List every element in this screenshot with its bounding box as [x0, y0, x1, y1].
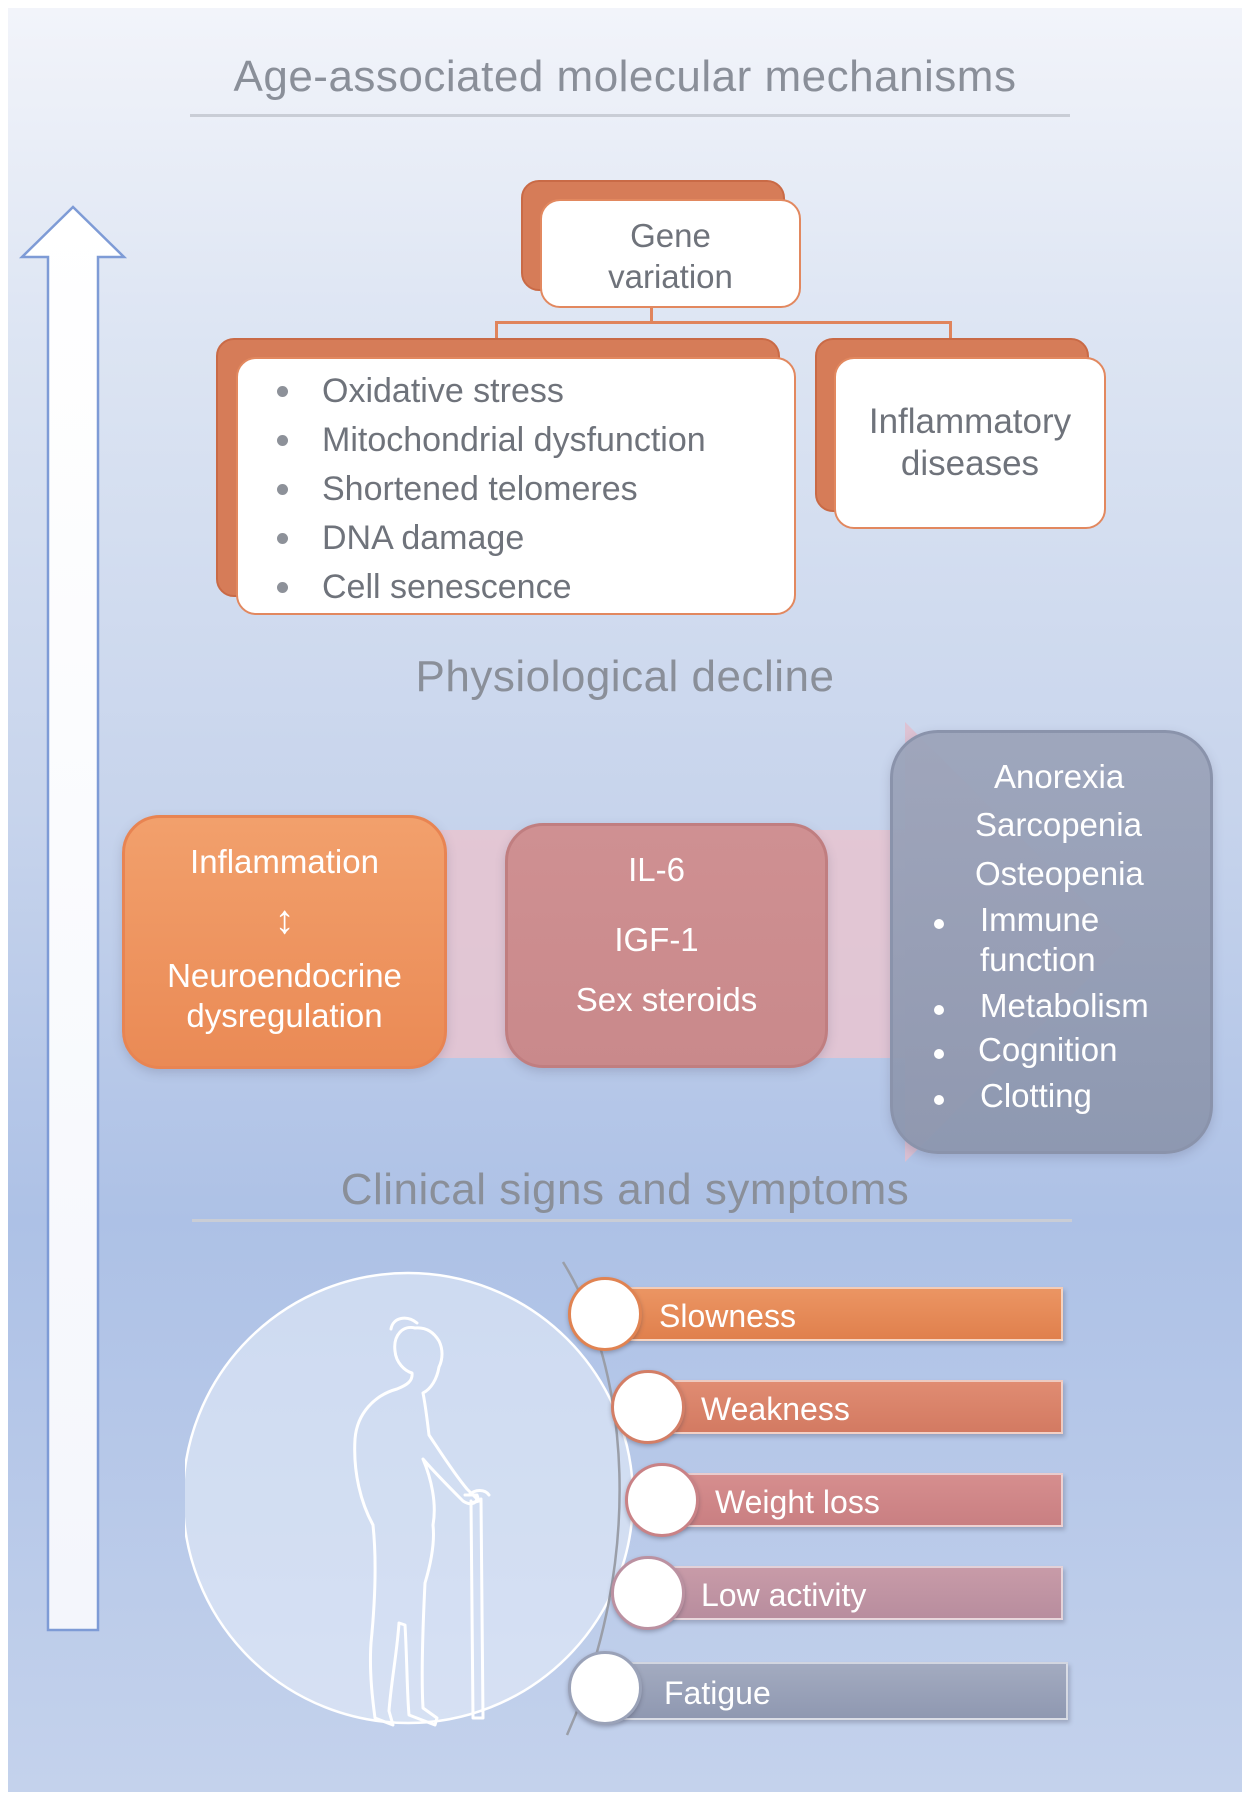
bullet-icon	[277, 435, 288, 446]
symptom-bar-weight-loss: Weight loss	[665, 1473, 1063, 1527]
hormone-item: IGF-1	[614, 921, 699, 958]
mechanism-item: Cell senescence	[260, 563, 706, 612]
symptom-label: Weight loss	[715, 1484, 880, 1520]
bullet-icon	[277, 386, 288, 397]
bidirectional-arrow-icon: ↕	[274, 898, 295, 942]
inflammatory-line2: diseases	[900, 444, 1040, 483]
bullet-icon	[934, 1005, 944, 1015]
clinical-heading: Clinical signs and symptoms	[340, 1165, 910, 1214]
outcome-item: Osteopenia	[975, 855, 1144, 892]
hormone-item: Sex steroids	[575, 981, 758, 1018]
connector-right-drop	[949, 321, 952, 341]
symptom-bar-slowness: Slowness	[605, 1287, 1063, 1341]
outcome-item: Sarcopenia	[975, 806, 1142, 843]
outcomes-box: Anorexia Sarcopenia Osteopenia Immune fu…	[890, 730, 1213, 1154]
gene-variation-card: Gene variation	[540, 199, 801, 308]
outcome-bullet: Clotting	[980, 1077, 1092, 1114]
bullet-icon	[934, 1049, 944, 1059]
symptom-bar-fatigue: Fatigue	[605, 1662, 1068, 1720]
outcome-bullet-line2: function	[980, 941, 1096, 978]
fatigue-circle-icon	[568, 1651, 642, 1725]
symptom-label: Low activity	[701, 1577, 867, 1613]
gene-variation-line1: Gene	[630, 217, 711, 254]
symptom-label: Weakness	[701, 1391, 850, 1427]
bullet-icon	[277, 582, 288, 593]
connector-horizontal	[495, 321, 952, 324]
hormone-item: IL-6	[628, 851, 685, 888]
clinical-rule	[192, 1219, 1072, 1222]
gene-variation-line2: variation	[608, 258, 733, 295]
connector-left-drop	[495, 321, 498, 341]
inflammatory-line1: Inflammatory	[868, 402, 1072, 441]
outcome-item: Anorexia	[994, 758, 1125, 795]
symptom-bar-weakness: Weakness	[650, 1380, 1063, 1434]
bullet-icon	[277, 533, 288, 544]
inflammation-box: Inflammation ↕ Neuroendocrine dysregulat…	[122, 815, 447, 1069]
outcome-bullet: Cognition	[978, 1031, 1118, 1068]
mechanism-item: Oxidative stress	[260, 367, 706, 416]
bullet-icon	[934, 1095, 944, 1105]
mechanism-item: DNA damage	[260, 514, 706, 563]
mechanism-item: Mitochondrial dysfunction	[260, 416, 706, 465]
mechanisms-card: Oxidative stress Mitochondrial dysfuncti…	[236, 357, 796, 615]
inflammation-label: Inflammation	[190, 843, 379, 880]
low-activity-circle-icon	[611, 1556, 685, 1630]
slowness-circle-icon	[568, 1277, 642, 1351]
bullet-icon	[934, 919, 944, 929]
symptom-label: Slowness	[659, 1298, 796, 1334]
hormones-box: IL-6 IGF-1 Sex steroids	[505, 823, 828, 1068]
weight-loss-circle-icon	[625, 1463, 699, 1537]
mechanisms-list: Oxidative stress Mitochondrial dysfuncti…	[260, 367, 706, 612]
molecular-rule	[190, 114, 1070, 117]
upward-arrow-icon	[18, 205, 128, 1632]
weakness-circle-icon	[611, 1370, 685, 1444]
outcome-bullet: Metabolism	[980, 987, 1149, 1024]
connector-vertical	[650, 308, 653, 322]
symptom-label: Fatigue	[664, 1675, 771, 1711]
mechanism-item: Shortened telomeres	[260, 465, 706, 514]
physiological-heading: Physiological decline	[415, 652, 835, 701]
symptom-bar-low-activity: Low activity	[650, 1566, 1063, 1620]
bullet-icon	[277, 484, 288, 495]
inflammatory-diseases-card: Inflammatory diseases	[834, 357, 1106, 529]
outcome-bullet-line1: Immune	[980, 901, 1100, 938]
molecular-heading: Age-associated molecular mechanisms	[233, 52, 1017, 101]
neuroendocrine-line1: Neuroendocrine	[167, 957, 402, 994]
neuroendocrine-line2: dysregulation	[186, 997, 383, 1034]
